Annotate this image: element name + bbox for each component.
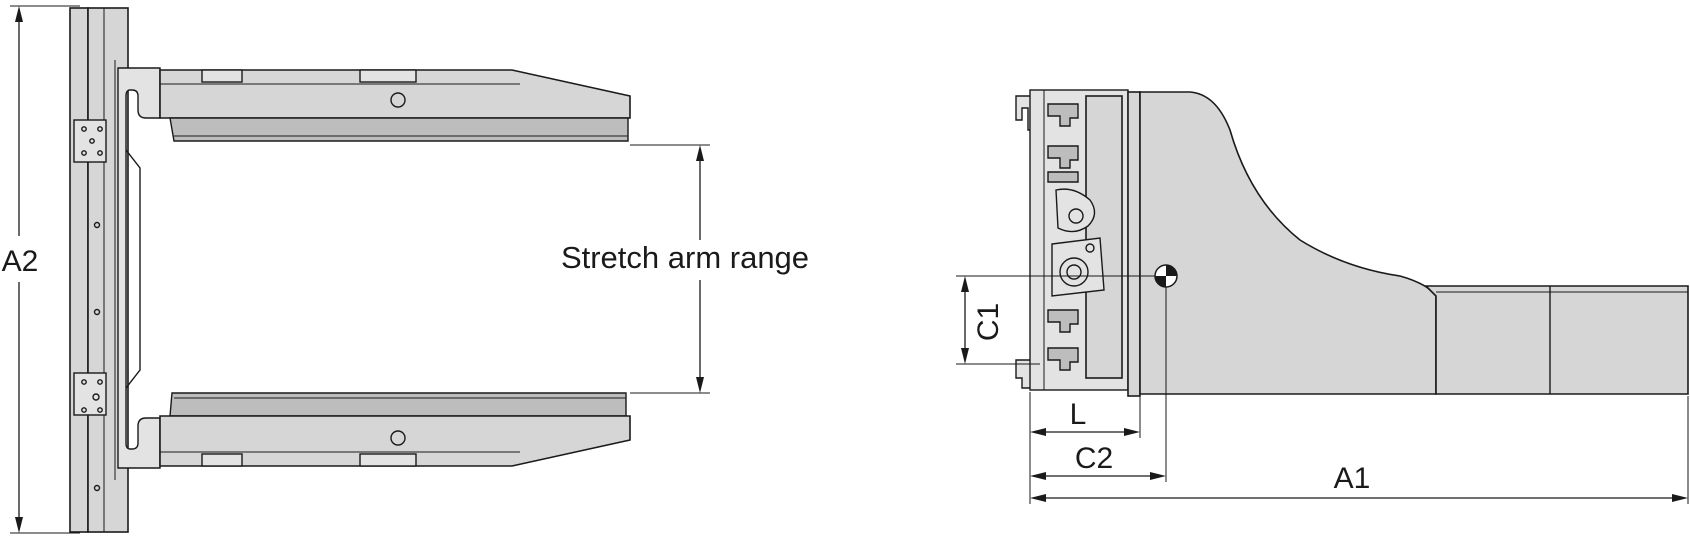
side-view: C1 L C2 A1	[956, 89, 1689, 504]
stretch-range-label: Stretch arm range	[561, 240, 809, 275]
l-dimension	[1030, 428, 1140, 436]
c1-label: C1	[972, 303, 1005, 341]
clamp-arm	[1127, 91, 1689, 397]
c1-dimension	[956, 275, 1155, 365]
c2-label: C2	[1075, 442, 1113, 475]
top-view: A2	[2, 5, 809, 534]
lower-arm	[159, 392, 631, 467]
center-of-gravity-marker	[1154, 264, 1178, 288]
a2-label: A2	[2, 245, 39, 278]
a1-dimension	[1030, 494, 1688, 502]
a2-dimension	[10, 5, 80, 534]
arm-carriage	[117, 67, 161, 469]
upper-arm	[159, 69, 631, 142]
carriage-body	[1029, 89, 1129, 391]
a1-label: A1	[1334, 462, 1371, 495]
c2-dimension	[1030, 472, 1166, 480]
stretch-range-dimension	[630, 144, 710, 394]
l-label: L	[1070, 398, 1087, 431]
